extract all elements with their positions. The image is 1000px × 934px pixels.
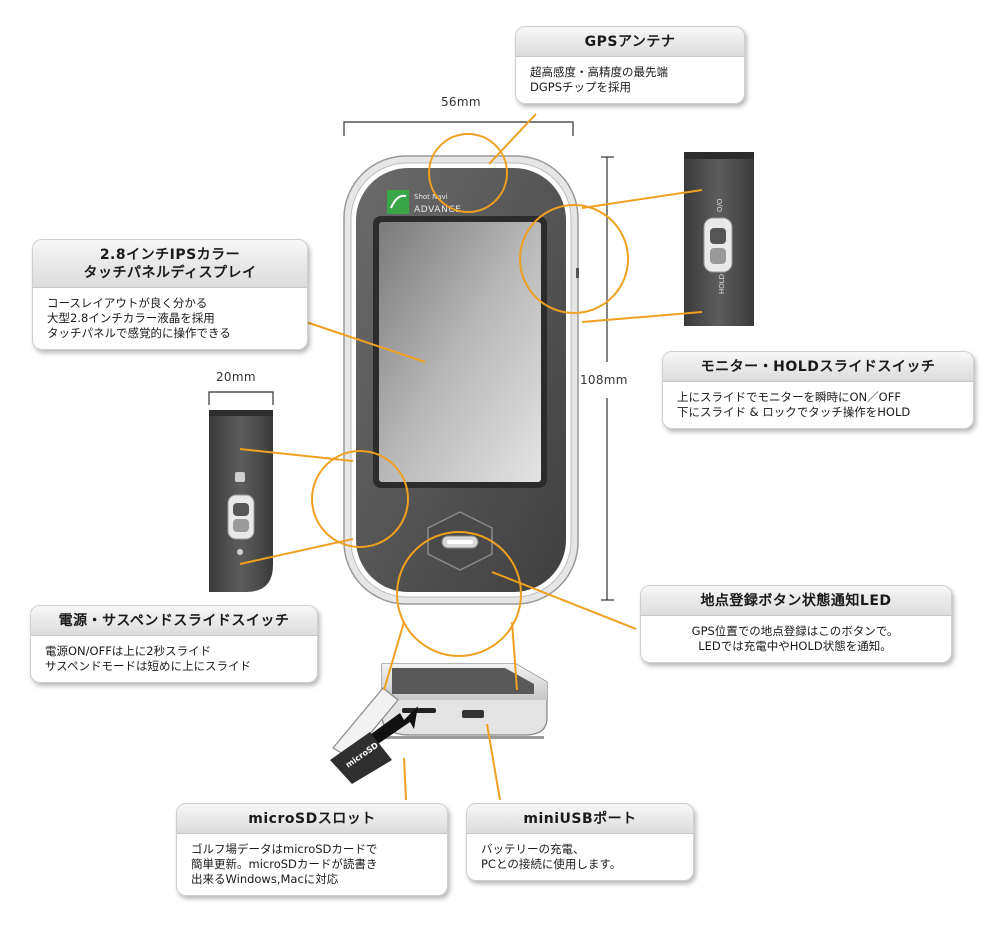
width-dimension-label: 56mm (441, 95, 481, 109)
callout-miniusb-port-body: バッテリーの充電、 PCとの接続に使用します。 (481, 842, 622, 871)
callout-led-button: 地点登録ボタン状態通知LED GPS位置での地点登録はこのボタンで。 LEDでは… (640, 585, 952, 663)
callout-microsd-slot-title: microSDスロット (177, 804, 447, 834)
width-dimension-bracket (343, 121, 574, 136)
callout-monitor-hold-switch-body: 上にスライドでモニターを瞬時にON／OFF 下にスライド & ロックでタッチ操作… (677, 390, 911, 419)
leader-lines (239, 113, 703, 801)
power-switch-highlight (311, 450, 409, 548)
callout-gps-antenna: GPSアンテナ 超高感度・高精度の最先端 DGPSチップを採用 (515, 26, 745, 104)
callout-power-switch-body: 電源ON/OFFは上に2秒スライド サスペンドモードは短めに上にスライド (45, 644, 251, 673)
brand-line2: ADVANCE (414, 205, 462, 215)
register-button (427, 511, 493, 571)
svg-text:HOLD: HOLD (718, 274, 726, 294)
miniusb-port (462, 710, 484, 718)
thickness-dimension-bracket (208, 391, 274, 405)
microsd-card: microSD (330, 732, 392, 784)
callout-led-button-title: 地点登録ボタン状態通知LED (641, 586, 951, 616)
device-side-view-left (209, 410, 273, 592)
callout-display: 2.8インチIPSカラー タッチパネルディスプレイ コースレイアウトが良く分かる… (32, 239, 308, 350)
callout-gps-antenna-title: GPSアンテナ (516, 27, 744, 57)
logo-icon (387, 190, 409, 214)
touch-screen (379, 222, 541, 482)
callout-miniusb-port: miniUSBポート バッテリーの充電、 PCとの接続に使用します。 (466, 803, 694, 881)
monitor-switch-highlight (519, 204, 629, 314)
insertion-arrow-icon (360, 706, 418, 748)
svg-text:O/O: O/O (716, 198, 724, 212)
device-side-view-right: O/O HOLD (684, 152, 754, 326)
device-bottom-closeup: microSD (330, 663, 548, 784)
callout-led-button-body: GPS位置での地点登録はこのボタンで。 LEDでは充電中やHOLD状態を通知。 (691, 624, 899, 653)
callout-monitor-hold-switch-title: モニター・HOLDスライドスイッチ (663, 352, 973, 382)
callout-monitor-hold-switch: モニター・HOLDスライドスイッチ 上にスライドでモニターを瞬時にON／OFF … (662, 351, 974, 429)
callout-power-switch: 電源・サスペンドスライドスイッチ 電源ON/OFFは上に2秒スライド サスペンド… (30, 605, 318, 683)
callout-miniusb-port-title: miniUSBポート (467, 804, 693, 834)
microsd-slot (402, 708, 436, 713)
callout-microsd-slot-body: ゴルフ場データはmicroSDカードで 簡単更新。microSDカードが読書き … (191, 842, 378, 886)
brand-line1: Shot Navi (414, 193, 448, 201)
height-dimension-line (601, 156, 614, 601)
device-front: Shot Navi ADVANCE (343, 155, 579, 605)
thickness-dimension-label: 20mm (216, 370, 256, 384)
callout-power-switch-title: 電源・サスペンドスライドスイッチ (31, 606, 317, 636)
height-dimension-label: 108mm (580, 373, 628, 387)
gps-antenna-highlight (428, 133, 508, 213)
register-button-highlight (396, 531, 522, 657)
callout-microsd-slot: microSDスロット ゴルフ場データはmicroSDカードで 簡単更新。mic… (176, 803, 448, 896)
callout-gps-antenna-body: 超高感度・高精度の最先端 DGPSチップを採用 (530, 65, 668, 94)
callout-display-body: コースレイアウトが良く分かる 大型2.8インチカラー液晶を採用 タッチパネルで感… (47, 296, 231, 340)
callout-display-title: 2.8インチIPSカラー タッチパネルディスプレイ (33, 240, 307, 288)
